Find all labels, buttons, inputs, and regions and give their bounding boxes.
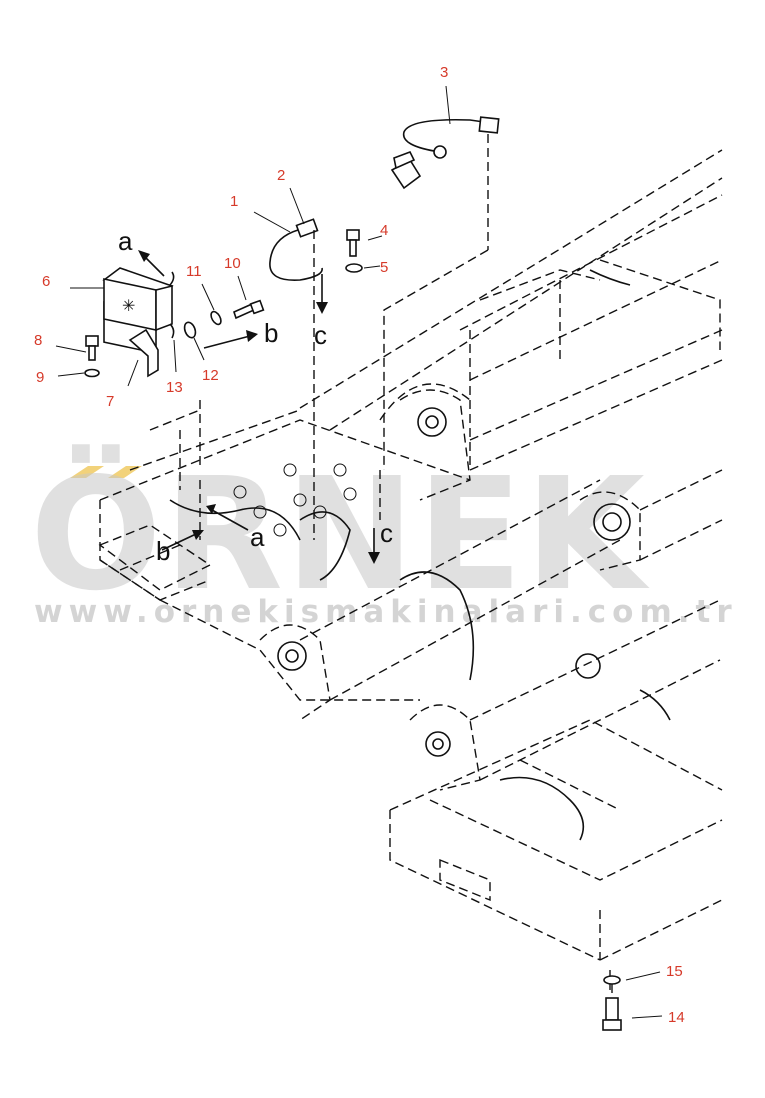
view-letter-c-top: c — [314, 320, 327, 350]
view-letter-b-top: b — [264, 318, 278, 348]
watermark-brand: ÖRNEK — [30, 444, 650, 625]
washer-part-15 — [603, 975, 621, 985]
view-letter-b-bottom: b — [156, 536, 170, 566]
leader-lines — [55, 85, 663, 1019]
callout-8: 8 — [34, 332, 42, 349]
callout-1: 1 — [230, 193, 238, 210]
washer-part-11 — [210, 310, 222, 326]
watermark-accent-left — [70, 466, 104, 478]
washer-part-5 — [345, 263, 363, 273]
callout-14: 14 — [668, 1009, 685, 1026]
callout-10: 10 — [224, 255, 241, 272]
sensor-cable-part-3 — [390, 116, 500, 190]
callout-13: 13 — [166, 379, 183, 396]
spring-washer-part-13 — [169, 323, 175, 339]
harness-part-1 — [269, 218, 323, 281]
callout-15: 15 — [666, 963, 683, 980]
view-letter-a-top: a — [118, 226, 133, 256]
callout-numbers: 1 2 3 4 5 6 7 8 9 10 11 12 13 14 15 — [34, 64, 685, 1026]
watermark: ÖRNEK www.ornekismakinalari.com.tr — [30, 444, 738, 630]
callout-7: 7 — [106, 393, 114, 410]
washer-part-12 — [183, 321, 197, 339]
bracket-part-7 — [128, 328, 159, 378]
bolt-part-4 — [346, 229, 360, 257]
lamp-part-6: ✳ — [102, 267, 175, 355]
callout-4: 4 — [380, 222, 388, 239]
callout-12: 12 — [202, 367, 219, 384]
bolt-part-8 — [85, 335, 99, 361]
bolt-part-10 — [233, 299, 265, 320]
callout-5: 5 — [380, 259, 388, 276]
view-arrows — [138, 250, 380, 564]
callout-11: 11 — [186, 263, 202, 280]
view-letter-c-bottom: c — [380, 518, 393, 548]
callout-6: 6 — [42, 273, 50, 290]
callout-2: 2 — [277, 167, 285, 184]
view-letter-a-bottom: a — [250, 522, 265, 552]
washer-part-9 — [84, 368, 100, 378]
watermark-url: www.ornekismakinalari.com.tr — [34, 594, 738, 630]
svg-text:✳: ✳ — [122, 296, 135, 315]
callout-3: 3 — [440, 64, 448, 81]
callout-9: 9 — [36, 369, 44, 386]
bolt-part-14 — [602, 997, 622, 1031]
machine-frame — [98, 149, 723, 990]
view-letters: a b c a b c — [118, 226, 393, 566]
